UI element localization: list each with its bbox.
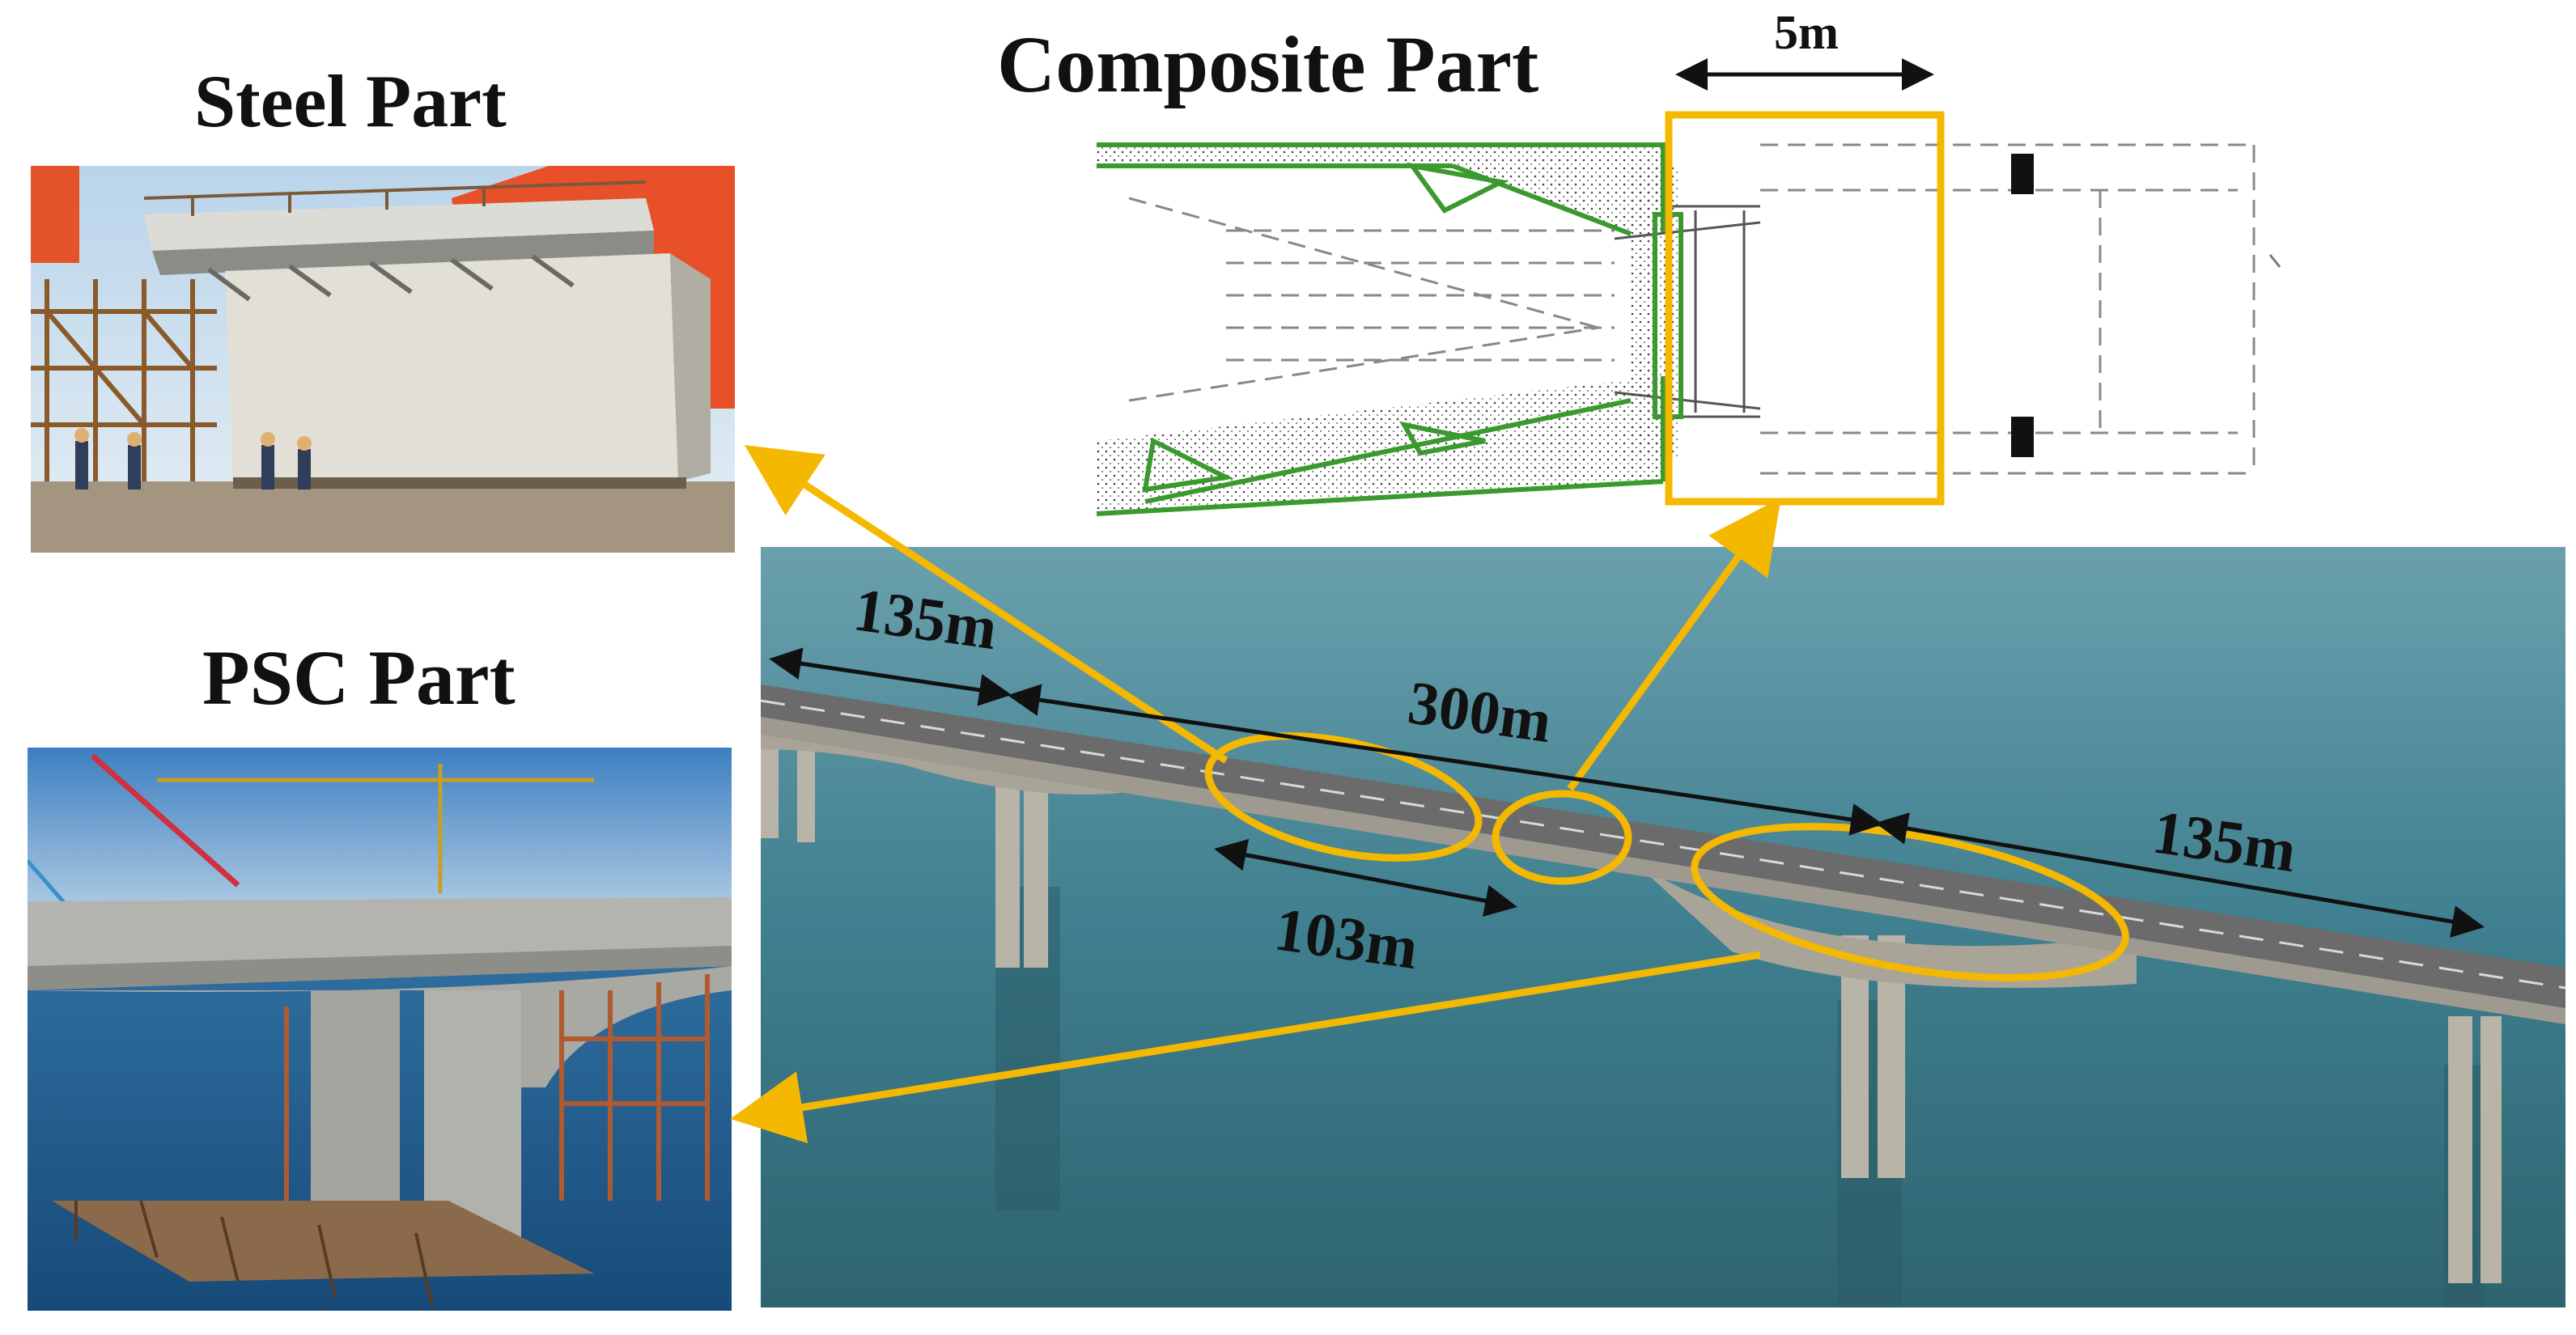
dim-line-main-span [1008,684,1883,836]
composite-segment-ellipse [1492,790,1632,885]
psc-part-title: PSC Part [202,634,516,721]
psc-part-photo [28,748,732,1311]
steel-part-title: Steel Part [194,60,507,142]
dim-line-side-span-right [1875,812,2485,938]
label-side-span-left: 135m [850,575,1001,663]
steel-part-photo [31,166,735,553]
arrow-to-psc-photo [730,951,1761,1144]
composite-part-title: Composite Part [997,19,1539,109]
composite-section-drawing [1097,134,2294,530]
dim-line-steel-segment [1214,838,1517,918]
steel-girder-illustration [31,166,735,553]
composite-highlight-box [1665,111,1945,506]
label-steel-segment: 103m [1271,895,1422,982]
label-composite-5m: 5m [1774,6,1839,59]
arrow-to-composite-drawing [1567,498,1781,791]
dim-line-side-span-left [769,647,1012,706]
label-main-span: 300m [1404,668,1555,756]
composite-part-drawing [1097,134,2294,530]
psc-pier-illustration [28,748,732,1311]
